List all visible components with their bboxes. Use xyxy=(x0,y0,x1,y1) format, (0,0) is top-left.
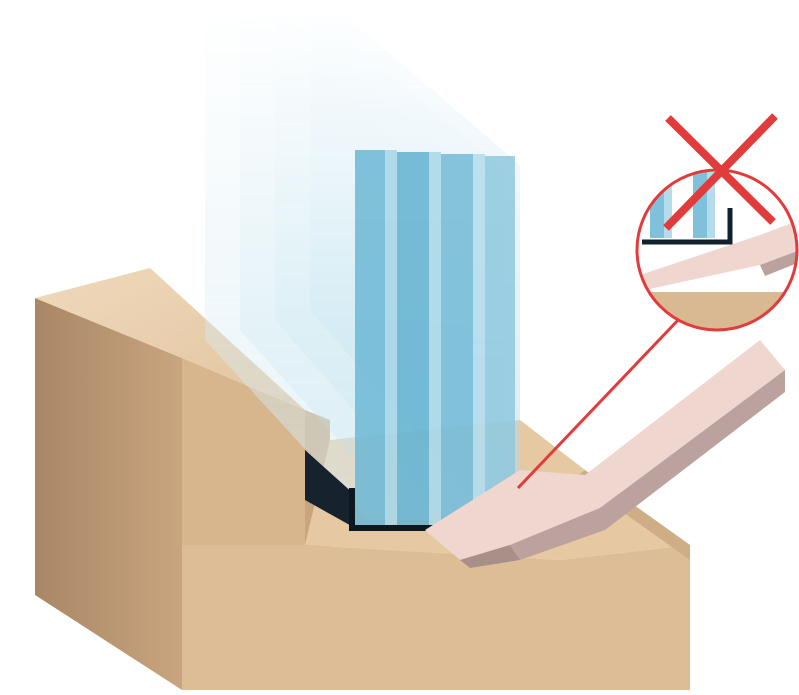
callout-glass-pane-2-edge xyxy=(707,172,715,238)
callout-pointer-line xyxy=(516,316,682,490)
pry-tool xyxy=(425,340,785,568)
wood-block-left-side xyxy=(35,298,182,690)
glass-pane-1 xyxy=(355,150,385,525)
setting-channel-side xyxy=(305,450,355,528)
glass-pane-3 xyxy=(441,154,473,525)
glass-pane-stack xyxy=(205,15,520,525)
glass-pane-2 xyxy=(397,152,429,525)
pry-tool-underside xyxy=(460,545,520,568)
callout-glass-pane-1-edge xyxy=(664,172,672,238)
glass-pane-3-edge xyxy=(473,154,485,525)
glass-pane-2-edge xyxy=(429,152,441,525)
glass-pane-4 xyxy=(485,156,515,525)
callout-tool-side xyxy=(760,250,797,276)
wood-block-front xyxy=(182,545,690,690)
callout-channel xyxy=(642,208,733,245)
callout-tool-top xyxy=(640,220,797,290)
pry-tool-top xyxy=(425,340,785,560)
pry-tool-side xyxy=(510,370,785,560)
glass-pane-1-edge xyxy=(385,150,397,525)
x-mark-icon xyxy=(663,113,778,231)
callout-glass-pane-2 xyxy=(693,172,707,238)
detail-callout xyxy=(635,168,799,332)
